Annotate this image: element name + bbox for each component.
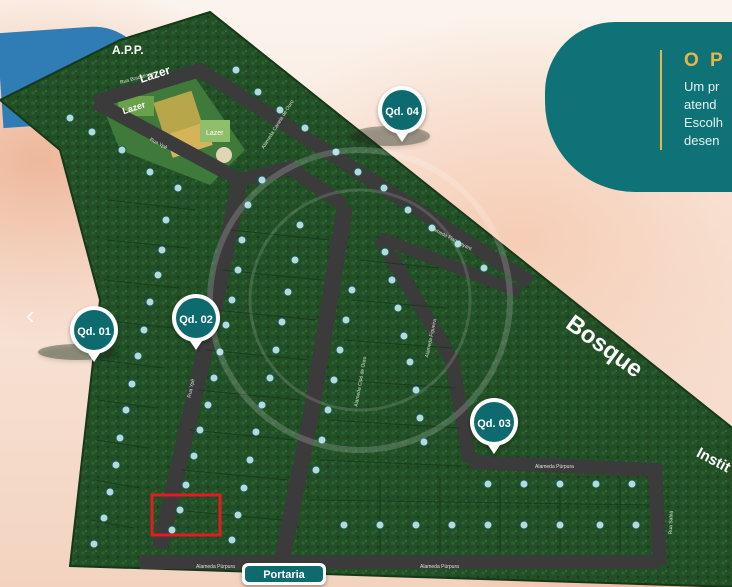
teal-panel-shape [545,22,732,192]
lazer-field [118,96,154,116]
side-panel-line: Escolh [684,115,724,130]
playground [216,147,232,163]
street-label: Rua Sabiá [668,511,675,535]
quadra-marker-02[interactable]: Qd. 02 [172,294,220,350]
lazer-garden [200,120,230,142]
side-panel-line: Um pr [684,79,720,94]
watermark-logo [248,188,472,412]
side-panel-title: O P [684,50,726,71]
lazer-court [153,90,203,138]
quadra-label: Qd. 02 [179,314,213,326]
lazer-small-label: Lazer [206,130,224,137]
highlighted-lot[interactable] [150,493,222,537]
quadra-marker-03[interactable]: Qd. 03 [470,398,518,454]
quadra-label: Qd. 01 [77,326,111,338]
street-label: Alameda Púrpura [535,464,574,470]
quadra-label: Qd. 04 [385,106,420,118]
chevron-left-icon[interactable]: ‹ [26,300,35,330]
app-label: A.P.P. [112,43,144,57]
side-panel-line: atend [684,97,717,112]
quadra-marker-04[interactable]: Qd. 04 [350,86,430,146]
portaria-label: Portaria [263,569,305,581]
portaria-badge: Portaria [242,563,326,585]
street-label: Alameda Púrpura [196,564,235,570]
street-label: Rua Ypê [187,378,197,398]
quadra-marker-01[interactable]: Qd. 01 [38,306,118,362]
street-label: Alameda Púrpura [420,564,459,570]
side-panel: O P Um pr atend Escolh desen [660,50,732,150]
lot-markers [65,65,641,549]
quadra-label: Qd. 03 [477,418,511,430]
side-panel-line: desen [684,133,720,148]
roads [91,62,667,569]
